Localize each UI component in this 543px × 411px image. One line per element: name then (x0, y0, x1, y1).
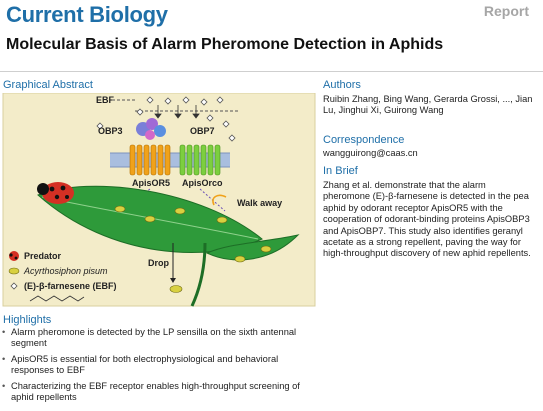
journal-name: Current Biology (6, 2, 168, 27)
legend-aphid-label: Acyrthosiphon pisum (23, 266, 108, 276)
legend-aphid-icon (8, 267, 20, 275)
obp3-label: OBP3 (98, 126, 123, 136)
plant-stem (190, 242, 207, 307)
bullet-icon: • (2, 327, 6, 337)
graphical-abstract-heading: Graphical Abstract (3, 79, 93, 91)
walk-away-arrow (212, 194, 227, 206)
obp7-label: OBP7 (190, 126, 215, 136)
highlight-item: • ApisOR5 is essential for both electrop… (2, 354, 302, 376)
drop-arrowhead (170, 278, 176, 283)
or5-receptor (129, 144, 171, 176)
highlight-text: Alarm pheromone is detected by the LP se… (11, 327, 297, 348)
aphids-on-leaf (114, 205, 272, 263)
highlight-text: Characterizing the EBF receptor enables … (11, 381, 300, 402)
highlights-list: • Alarm pheromone is detected by the LP … (2, 327, 302, 408)
bullet-icon: • (2, 354, 6, 364)
article-type-label: Report (483, 3, 529, 19)
bullet-icon: • (2, 381, 6, 391)
in-brief-text: Zhang et al. demonstrate that the alarm … (323, 180, 531, 259)
highlight-item: • Characterizing the EBF receptor enable… (2, 381, 302, 403)
walk-away-label: Walk away (237, 198, 282, 208)
obp-protein-blob (136, 118, 166, 140)
ebf-label: EBF (96, 95, 115, 105)
drop-label: Drop (148, 258, 169, 268)
authors-heading: Authors (323, 79, 361, 91)
ebf-arrows (154, 105, 200, 119)
small-leaf (205, 234, 300, 261)
authors-list: Ruibin Zhang, Bing Wang, Gerarda Grossi,… (323, 94, 533, 116)
legend-pheromone-icon (10, 282, 18, 290)
highlights-heading: Highlights (3, 314, 52, 326)
ladybird-predator (37, 182, 74, 204)
dropped-aphid (169, 285, 183, 293)
correspondence-email[interactable]: wangguirong@caas.cn (323, 148, 418, 158)
highlight-item: • Alarm pheromone is detected by the LP … (2, 327, 302, 349)
legend-pheromone-label: (E)-β-farnesene (EBF) (24, 281, 117, 291)
orco-receptor (179, 144, 221, 176)
correspondence-heading: Correspondence (323, 134, 405, 146)
apis-or5-label: ApisOR5 (132, 178, 170, 188)
ebf-molecules (96, 96, 236, 142)
in-brief-heading: In Brief (323, 165, 358, 177)
highlight-text: ApisOR5 is essential for both electrophy… (11, 354, 279, 375)
apis-orco-label: ApisOrco (182, 178, 223, 188)
legend-predator-icon (9, 251, 19, 261)
legend-predator-label: Predator (24, 251, 62, 261)
header-divider (0, 71, 543, 72)
article-title: Molecular Basis of Alarm Pheromone Detec… (6, 36, 444, 53)
graphical-abstract-figure: EBF OBP3 OBP7 ApisOR5 ApisOrco (2, 93, 316, 307)
ebf-structure-sketch (29, 295, 85, 302)
